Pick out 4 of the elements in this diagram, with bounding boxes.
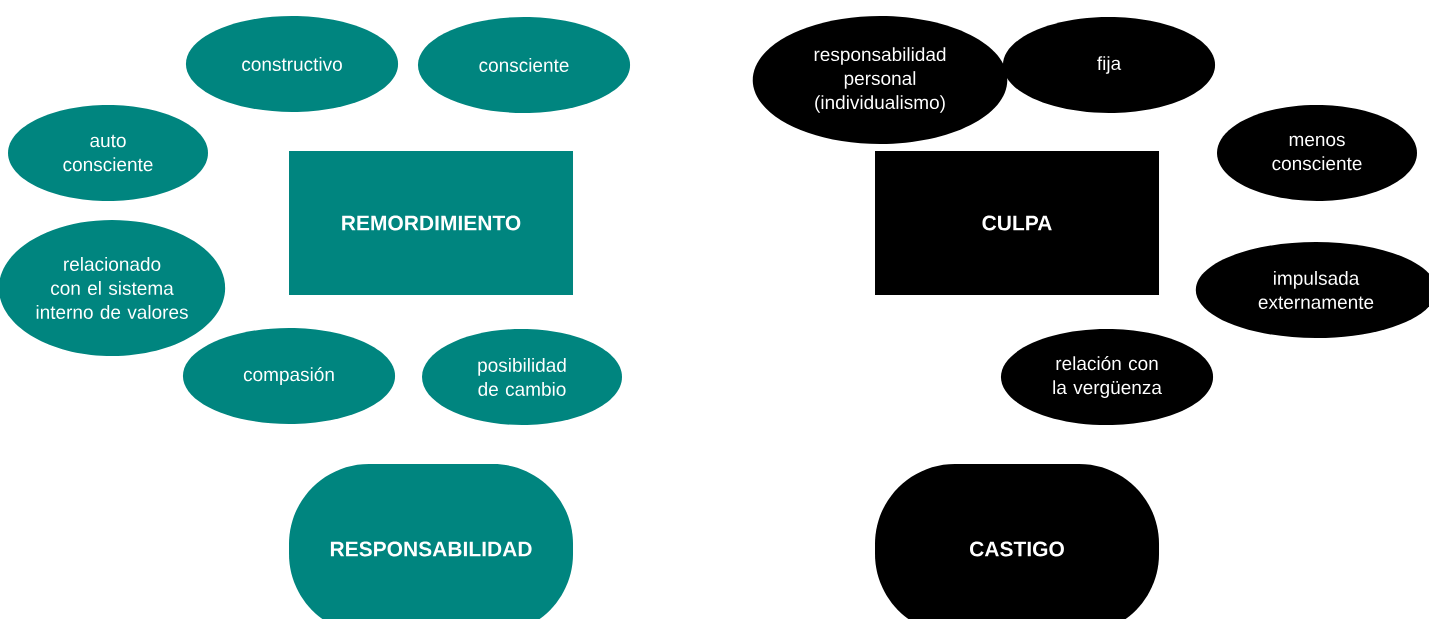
concept-box: REMORDIMIENTO [289, 151, 573, 295]
concept-box: CULPA [875, 151, 1159, 295]
rounded-box: RESPONSABILIDAD [289, 464, 573, 619]
rounded-box: CASTIGO [875, 464, 1159, 619]
